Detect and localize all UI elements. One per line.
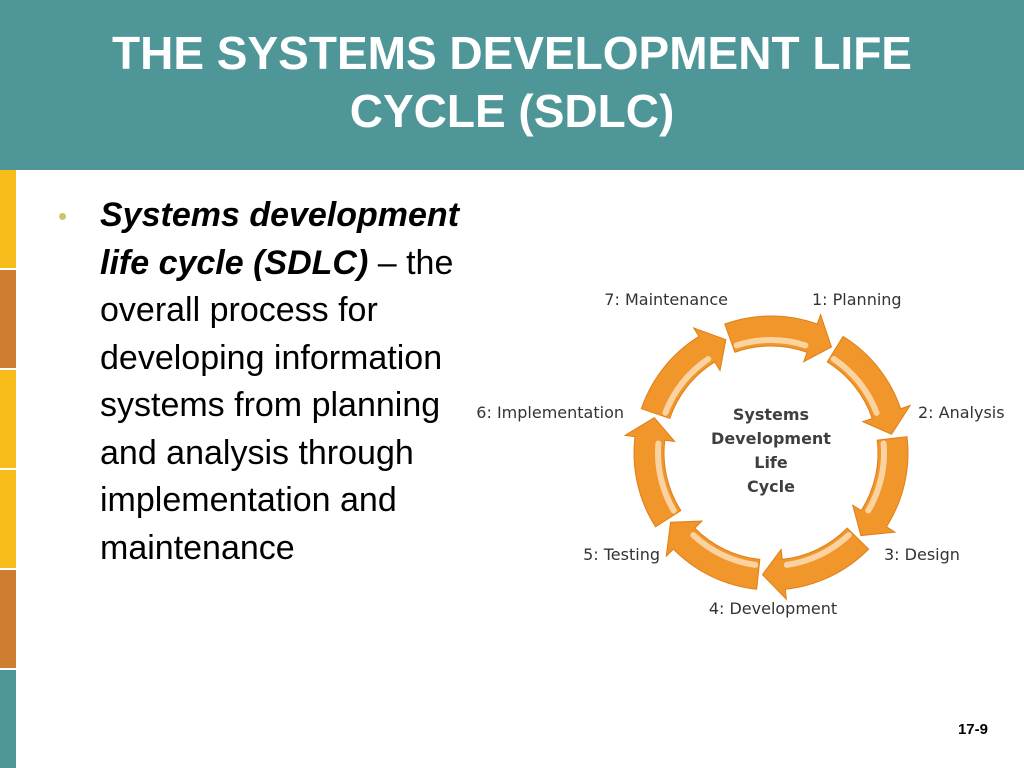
slide-title: THE SYSTEMS DEVELOPMENT LIFE CYCLE (SDLC… — [112, 27, 912, 137]
stage-label-planning: 1: Planning — [812, 290, 902, 309]
cycle-arrow-highlight — [865, 440, 887, 514]
cycle-arrow-highlight — [690, 532, 759, 568]
center-label-line: Cycle — [747, 477, 795, 496]
stage-label-analysis: 2: Analysis — [918, 403, 1005, 422]
cycle-arrow-highlight — [733, 337, 809, 349]
defined-term: Systems development life cycle (SDLC) — [100, 196, 460, 282]
cycle-arrow-segment — [826, 335, 912, 435]
stage-label-design: 3: Design — [884, 545, 960, 564]
cycle-arrow-segment — [640, 326, 727, 420]
cycle-arrow-segment — [665, 520, 761, 590]
cycle-arrow-highlight — [783, 532, 852, 568]
side-bar-segment — [0, 570, 16, 670]
side-bar-segment — [0, 270, 16, 370]
stage-label-testing: 5: Testing — [583, 545, 660, 564]
bullet-paragraph: Systems development life cycle (SDLC) – … — [100, 192, 470, 572]
bullet-marker: • — [58, 201, 68, 231]
side-bar-segment — [0, 170, 16, 270]
side-bar-segment — [0, 670, 16, 768]
center-label-group: Systems Development Life Cycle — [711, 405, 831, 496]
cycle-arrow-highlight — [830, 356, 880, 416]
center-label-line: Systems — [733, 405, 809, 424]
stage-label-implementation: 6: Implementation — [476, 403, 624, 422]
sdlc-cycle-diagram: Systems Development Life Cycle 1: Planni… — [476, 290, 1005, 618]
center-label-line: Development — [711, 429, 831, 448]
slide-number: 17-9 — [957, 721, 988, 738]
center-label-line: Life — [754, 453, 788, 472]
cycle-ring — [623, 313, 912, 601]
cycle-arrow-highlight — [655, 440, 677, 514]
stage-label-development: 4: Development — [709, 599, 837, 618]
cycle-arrow-highlight — [662, 356, 712, 416]
title-bar: THE SYSTEMS DEVELOPMENT LIFE CYCLE (SDLC… — [0, 0, 1024, 170]
side-accent-bar — [0, 170, 16, 768]
stage-label-maintenance: 7: Maintenance — [604, 290, 728, 309]
side-bar-segment — [0, 370, 16, 470]
definition-text: – the overall process for developing inf… — [100, 243, 454, 567]
side-bar-segment — [0, 470, 16, 570]
cycle-arrow-segment — [761, 527, 870, 601]
